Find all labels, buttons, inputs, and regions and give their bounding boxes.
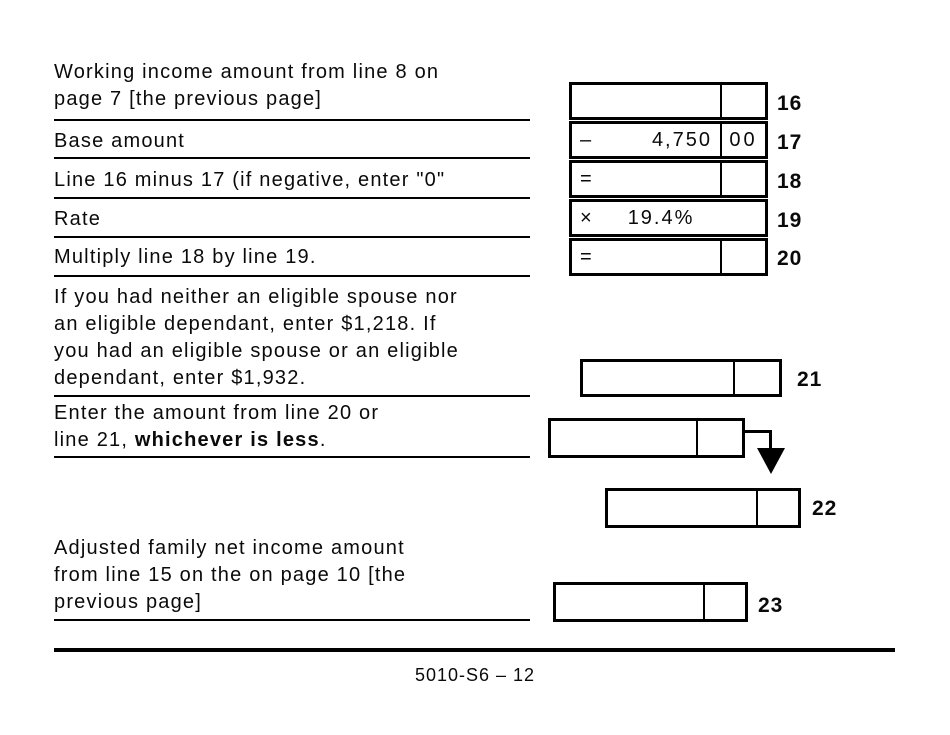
line-number-18: 18: [777, 170, 803, 193]
label-line16-text2: page 7 [the previous page]: [54, 88, 323, 110]
amount-box-23: [553, 582, 748, 622]
line-number-16: 16: [777, 92, 803, 115]
label-line17-text: Base amount: [54, 130, 186, 152]
amount-box-23-dollars[interactable]: [556, 585, 703, 619]
label-line22: Enter the amount from line 20 or line 21…: [54, 400, 554, 454]
amount-box-16: [569, 82, 768, 120]
rule-line22: [54, 456, 530, 458]
amount-box-20-divider: [720, 241, 722, 273]
amount-box-18-dollars[interactable]: =: [572, 163, 720, 195]
label-line21-text2: an eligible dependant, enter $1,218. If: [54, 313, 437, 335]
label-line22-suffix: .: [319, 429, 327, 451]
amount-box-21-cents[interactable]: [735, 362, 779, 394]
rule-line20: [54, 275, 530, 277]
label-line22-text1: Enter the amount from line 20 or: [54, 402, 380, 424]
amount-box-17: – 4,750 00: [569, 121, 768, 159]
line-number-20: 20: [777, 247, 803, 270]
label-line21: If you had neither an eligible spouse no…: [54, 284, 554, 392]
amount-box-16-dollars[interactable]: [572, 85, 720, 117]
arrow-connector-vertical: [769, 430, 772, 450]
line-number-21: 21: [797, 368, 823, 391]
arrow-down-icon: [757, 448, 785, 474]
label-line21-text1: If you had neither an eligible spouse no…: [54, 286, 458, 308]
amount-box-16-cents[interactable]: [722, 85, 765, 117]
page-number: 5010-S6 – 12: [414, 665, 536, 685]
rule-line23: [54, 619, 530, 621]
amount-box-20: =: [569, 238, 768, 276]
label-line19: Rate: [54, 206, 554, 233]
label-line20-text: Multiply line 18 by line 19.: [54, 246, 317, 268]
line-number-23: 23: [758, 594, 784, 617]
label-line18: Line 16 minus 17 (if negative, enter "0": [54, 167, 554, 194]
line-number-17: 17: [777, 131, 803, 154]
amount-box-20-dollars[interactable]: =: [572, 241, 720, 273]
label-line19-text: Rate: [54, 208, 102, 230]
amount-box-lesser-dollars[interactable]: [551, 421, 696, 455]
rule-line21: [54, 395, 530, 397]
label-line16: Working income amount from line 8 on pag…: [54, 59, 554, 113]
amount-box-17-cents: 00: [729, 128, 758, 151]
label-line20: Multiply line 18 by line 19.: [54, 244, 554, 271]
rate-value: 19.4%: [627, 206, 695, 229]
label-line22-bold: whichever is less: [134, 429, 320, 451]
amount-box-21-dollars[interactable]: [583, 362, 733, 394]
amount-box-20-cents[interactable]: [722, 241, 765, 273]
rule-line19: [54, 236, 530, 238]
amount-box-18-cents[interactable]: [722, 163, 765, 195]
line-number-19: 19: [777, 209, 803, 232]
label-line21-text4: dependant, enter $1,932.: [54, 367, 307, 389]
amount-box-22-divider: [756, 491, 758, 525]
label-line23-text2: from line 15 on the on page 10 [the: [54, 564, 407, 586]
rule-line16: [54, 119, 530, 121]
amount-box-lesser-divider: [696, 421, 698, 455]
label-line16-text1: Working income amount from line 8 on: [54, 61, 440, 83]
amount-box-21: [580, 359, 782, 397]
amount-box-16-divider: [720, 85, 722, 117]
amount-box-21-divider: [733, 362, 735, 394]
rule-line18: [54, 197, 530, 199]
label-line17: Base amount: [54, 128, 554, 155]
multiply-operator: ×: [580, 206, 594, 229]
amount-box-17-divider: [720, 124, 722, 156]
equals-operator: =: [580, 245, 594, 268]
amount-box-22-cents[interactable]: [758, 491, 798, 525]
amount-box-lesser: [548, 418, 745, 458]
rule-line17: [54, 157, 530, 159]
amount-box-18: =: [569, 160, 768, 198]
amount-box-lesser-cents[interactable]: [698, 421, 742, 455]
page-bottom-rule: [54, 648, 895, 652]
amount-box-22: [605, 488, 801, 528]
label-line23: Adjusted family net income amount from l…: [54, 535, 554, 616]
amount-box-17-dollars: – 4,750: [572, 124, 720, 156]
label-line23-text3: previous page]: [54, 591, 203, 613]
label-line22-text2: line 21, whichever is less.: [54, 427, 554, 454]
amount-box-19: × 19.4%: [569, 199, 768, 237]
amount-box-23-cents[interactable]: [705, 585, 745, 619]
label-line22-prefix: line 21,: [54, 429, 135, 451]
amount-box-19-rate-cell: × 19.4%: [572, 202, 765, 234]
minus-operator: –: [580, 128, 594, 151]
amount-box-17-value: 4,750: [651, 128, 712, 151]
label-line21-text3: you had an eligible spouse or an eligibl…: [54, 340, 460, 362]
line-number-22: 22: [812, 497, 838, 520]
amount-box-22-dollars[interactable]: [608, 491, 756, 525]
arrow-connector-horizontal: [745, 430, 772, 433]
amount-box-23-divider: [703, 585, 705, 619]
amount-box-18-divider: [720, 163, 722, 195]
equals-operator: =: [580, 167, 594, 190]
label-line18-text: Line 16 minus 17 (if negative, enter "0": [54, 169, 446, 191]
label-line23-text1: Adjusted family net income amount: [54, 537, 405, 559]
